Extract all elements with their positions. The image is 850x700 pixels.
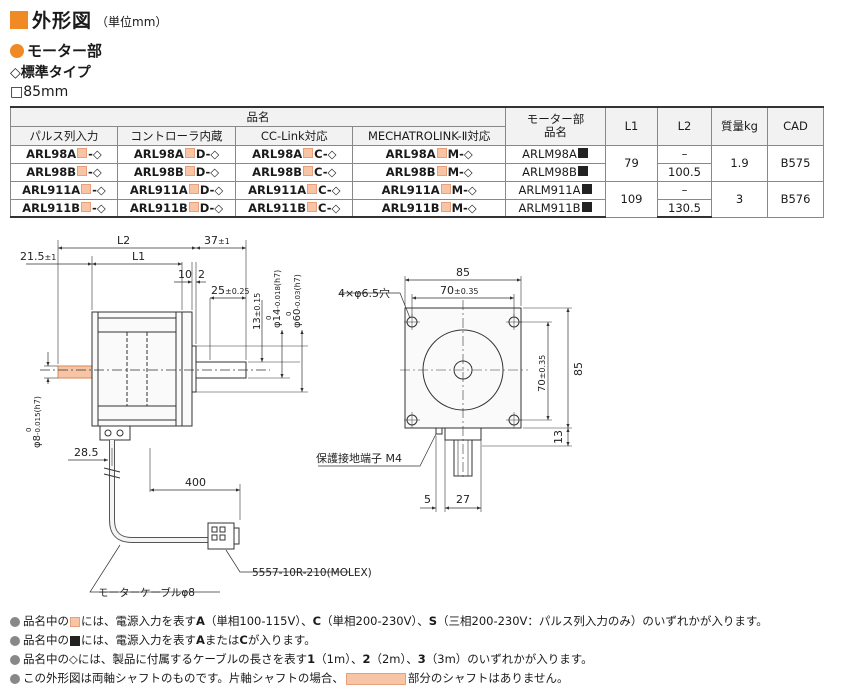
dim-27: 27 bbox=[456, 493, 470, 506]
dim-phi8: φ8-0.015(h7) bbox=[32, 396, 43, 448]
col-header-mechatrolink: MECHATROLINK-Ⅱ対応 bbox=[352, 125, 506, 146]
dim-phi8-upper: 0 bbox=[25, 428, 33, 432]
dim-85-width: 85 bbox=[456, 266, 470, 279]
note-4: この外形図は両軸シャフトのものです。片軸シャフトの場合、部分のシャフトはありませ… bbox=[10, 669, 768, 688]
section-heading: モーター部 bbox=[10, 40, 102, 61]
black-box-icon bbox=[581, 201, 592, 212]
power-input-box-icon bbox=[70, 616, 80, 627]
dim-l1: L1 bbox=[132, 250, 145, 263]
bullet-icon bbox=[10, 635, 20, 646]
rear-shaft bbox=[57, 365, 93, 379]
power-input-box-icon bbox=[188, 184, 199, 194]
connector-label: 5557-10R-210(MOLEX) bbox=[252, 567, 372, 579]
dim-5: 5 bbox=[424, 493, 431, 506]
col-header-cclink: CC-Link対応 bbox=[235, 125, 354, 146]
power-input-box-icon bbox=[77, 166, 88, 176]
cad-header: CAD bbox=[767, 106, 824, 146]
section-title: モーター部 bbox=[27, 42, 103, 60]
black-box-icon bbox=[581, 184, 592, 194]
dim-37: 37±1 bbox=[204, 234, 230, 247]
dim-400: 400 bbox=[185, 476, 206, 489]
dim-13: 13±0.15 bbox=[252, 293, 263, 330]
orange-square-icon bbox=[10, 10, 28, 29]
power-input-box-icon bbox=[303, 166, 314, 176]
dim-25: 25±0.25 bbox=[211, 284, 250, 297]
dim-phi14-upper: 0 bbox=[265, 316, 273, 320]
motor-body bbox=[91, 311, 183, 427]
dim-13-bottom: 13 bbox=[552, 430, 565, 444]
dim-l2: L2 bbox=[117, 234, 130, 247]
page-title: 外形図 bbox=[32, 10, 93, 32]
holes-label: 4×φ6.5穴 bbox=[338, 286, 390, 300]
l2-header: L2 bbox=[657, 106, 712, 146]
bullet-icon bbox=[10, 654, 20, 665]
flange bbox=[181, 311, 193, 427]
dim-10: 10 bbox=[178, 268, 192, 281]
type-heading: ◇標準タイプ bbox=[10, 65, 91, 81]
power-input-box-icon bbox=[184, 148, 195, 158]
title-row: 外形図 （単位mm） bbox=[10, 6, 167, 33]
note-3: 品名中の◇には、製品に付属するケーブルの長さを表す 1（1m）、 2（2m）、 … bbox=[10, 650, 768, 669]
dim-2: 2 bbox=[198, 268, 205, 281]
power-input-box-icon bbox=[307, 201, 318, 212]
black-box-icon bbox=[577, 166, 588, 176]
black-box-icon bbox=[70, 635, 80, 646]
dim-85-height: 85 bbox=[572, 362, 585, 376]
power-input-box-icon bbox=[303, 148, 314, 158]
power-input-box-icon bbox=[81, 201, 92, 212]
orange-dot-icon bbox=[10, 43, 24, 58]
group-header: 品名 bbox=[10, 106, 506, 127]
spec-table: 品名 モーター部 品名 L1 L2 質量kg CAD パルス列入力 コントローラ… bbox=[10, 106, 824, 218]
dim-21-5: 21.5±1 bbox=[20, 250, 56, 263]
power-input-box-icon bbox=[184, 166, 195, 176]
notes: 品名中のには、電源入力を表す A（単相100-115V）、 C（単相200-23… bbox=[10, 612, 768, 688]
frame-size: □85mm bbox=[10, 84, 69, 100]
pilot bbox=[191, 345, 197, 393]
bullet-icon bbox=[10, 616, 20, 627]
col-header-pulse: パルス列入力 bbox=[10, 125, 118, 146]
power-input-box-icon bbox=[436, 148, 447, 158]
dim-70-width: 70±0.35 bbox=[440, 284, 479, 297]
power-input-box-icon bbox=[81, 184, 92, 194]
dim-70-height: 70±0.35 bbox=[537, 355, 548, 392]
dim-phi60: φ60-0.03(h7) bbox=[292, 274, 303, 328]
dim-phi14: φ14-0.018(h7) bbox=[272, 270, 283, 328]
l1-header: L1 bbox=[605, 106, 658, 146]
black-box-icon bbox=[577, 148, 588, 158]
bullet-icon bbox=[10, 673, 20, 684]
note-1: 品名中のには、電源入力を表す A（単相100-115V）、 C（単相200-23… bbox=[10, 612, 768, 631]
power-input-box-icon bbox=[307, 184, 318, 194]
power-input-box-icon bbox=[188, 201, 199, 212]
cable-label: モーターケーブルφ8 bbox=[98, 586, 195, 599]
terminal-label: 保護接地端子 M4 bbox=[316, 451, 402, 465]
power-input-box-icon bbox=[440, 184, 451, 194]
unit-label: （単位mm） bbox=[96, 15, 168, 29]
dim-28-5: 28.5 bbox=[74, 446, 99, 459]
dim-phi60-upper: 0 bbox=[285, 312, 293, 316]
power-input-box-icon bbox=[77, 148, 88, 158]
highlight-swatch bbox=[345, 672, 406, 685]
power-input-box-icon bbox=[436, 166, 447, 176]
col-header-controller: コントローラ内蔵 bbox=[116, 125, 237, 146]
power-input-box-icon bbox=[440, 201, 451, 212]
